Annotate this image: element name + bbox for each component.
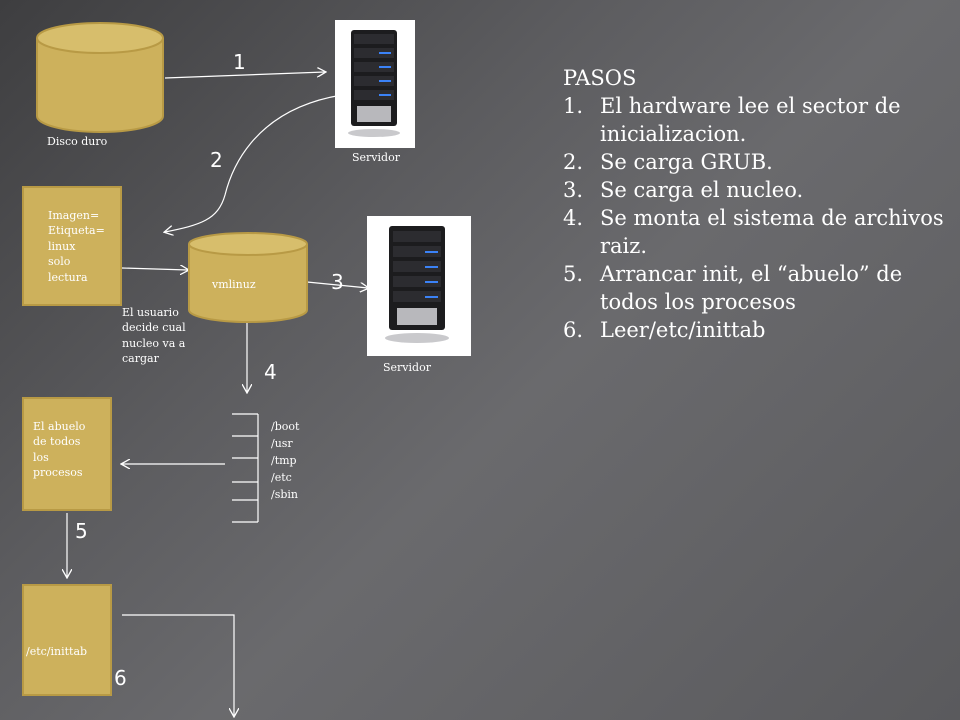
server-1-label: Servidor [352,151,400,164]
disk-cylinder [36,22,164,133]
vmlinuz-label: vmlinuz [212,278,256,291]
arrow-vmlinuz-to-server [306,281,368,288]
fs-dir: /tmp [271,454,297,467]
fs-dir: /etc [271,471,292,484]
fs-dir: /usr [271,437,293,450]
server-2-label: Servidor [383,361,431,374]
disk-label: Disco duro [47,135,108,148]
user-note-line: El usuario [122,306,179,319]
step-item: 4. Se monta el sistema de archivos raiz. [563,204,953,260]
step-item-number: 4. [563,206,584,230]
step-item-number: 5. [563,262,584,286]
image-box-line: solo [48,255,71,269]
step-item: 1. El hardware lee el sector de inicializ… [563,92,953,148]
user-note-line: cargar [122,352,159,366]
server-image-2 [367,216,471,356]
step-item-text: Se carga GRUB. [600,150,773,174]
steps-panel: PASOS 1. El hardware lee el sector de ini… [563,64,953,344]
filesystem-list: /boot /usr /tmp /etc /sbin [271,418,299,503]
steps-list: 1. El hardware lee el sector de inicializ… [563,92,953,344]
step-item-text: Arrancar init, el “abuelo” de todos los … [600,262,903,314]
step-item: 6. Leer/etc/inittab [563,316,953,344]
arrow-inittab-out [122,614,234,716]
step-number-2: 2 [210,148,223,172]
step-item-number: 6. [563,318,584,342]
image-box-line: lectura [48,270,88,284]
server-tower-icon [348,30,400,137]
step-item-text: Leer/etc/inittab [600,318,766,342]
step-item: 5. Arrancar init, el “abuelo” de todos lo… [563,260,953,316]
step-number-3: 3 [331,270,344,294]
grandfather-line: El abuelo [33,420,86,433]
step-item-text: Se monta el sistema de archivos raiz. [600,206,944,258]
step-item-number: 1. [563,94,584,118]
fs-dir: /boot [271,420,300,433]
arrow-disk-to-server [164,72,325,79]
grandfather-line: procesos [33,466,83,480]
step-number-6: 6 [114,666,127,690]
step-number-5: 5 [75,519,88,543]
inittab-box: /etc/inittab [22,584,112,696]
server-tower-icon [385,226,449,343]
image-label-box: Imagen= Etiqueta= linux solo lectura [22,186,122,306]
user-note-line: decide cual [122,321,186,335]
grandfather-line: de todos [33,435,81,449]
step-number-1: 1 [233,50,246,74]
image-box-line: linux [48,239,76,253]
inittab-label: /etc/inittab [26,645,88,658]
step-item: 2. Se carga GRUB. [563,148,953,176]
arrow-image-to-vmlinuz [121,268,188,270]
init-grandfather-box: El abuelo de todos los procesos [22,397,112,511]
grandfather-line: los [33,450,49,464]
vmlinuz-cylinder [188,232,308,323]
step-item-text: Se carga el nucleo. [600,178,804,202]
arrow-server-to-image [165,94,343,232]
fs-dir: /sbin [271,488,298,501]
step-item: 3. Se carga el nucleo. [563,176,953,204]
step-number-4: 4 [264,360,277,384]
user-note: El usuario decide cual nucleo va a carga… [122,305,186,367]
server-image-1 [335,20,415,148]
steps-title: PASOS [563,66,637,90]
step-item-text: El hardware lee el sector de inicializac… [600,94,901,146]
step-item-number: 2. [563,150,584,174]
step-item-number: 3. [563,178,584,202]
image-box-line: Etiqueta= [48,224,105,238]
image-box-line: Imagen= [48,209,100,222]
user-note-line: nucleo va a [122,336,186,350]
